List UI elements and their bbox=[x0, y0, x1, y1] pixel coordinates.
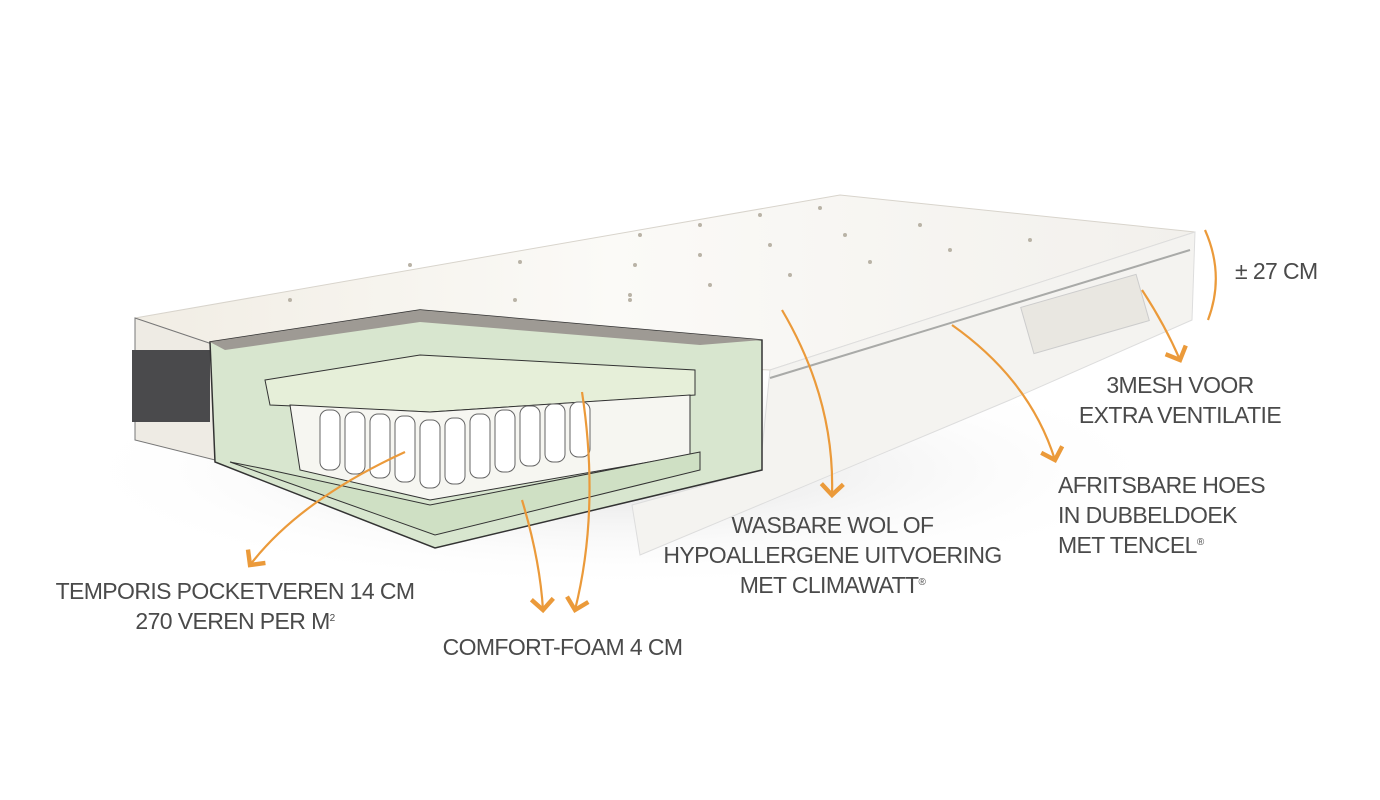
spring-coils bbox=[319, 401, 591, 489]
base-foam-layer bbox=[229, 451, 701, 536]
arrow-springs bbox=[245, 450, 406, 568]
callout-arrows bbox=[245, 289, 1188, 614]
label-springs: TEMPORIS POCKETVEREN 14 CM 270 VEREN PER… bbox=[55, 578, 415, 634]
arrow-wool bbox=[781, 309, 845, 499]
label-foam: COMFORT-FOAM 4 CM bbox=[442, 634, 683, 660]
tufting bbox=[288, 206, 1032, 302]
arrow-foam-2 bbox=[565, 391, 591, 614]
arrow-cover bbox=[951, 324, 1065, 463]
height-bracket bbox=[1203, 229, 1217, 321]
end-springs bbox=[132, 350, 210, 422]
arrow-mesh bbox=[1141, 289, 1188, 363]
label-height: ± 27 CM bbox=[1235, 258, 1318, 284]
comfort-foam-layer bbox=[264, 354, 696, 413]
mesh-panel bbox=[1020, 273, 1150, 355]
arrow-foam-1 bbox=[520, 499, 555, 614]
zipper-line bbox=[769, 249, 1191, 379]
cutaway-top-hatch bbox=[210, 310, 762, 350]
